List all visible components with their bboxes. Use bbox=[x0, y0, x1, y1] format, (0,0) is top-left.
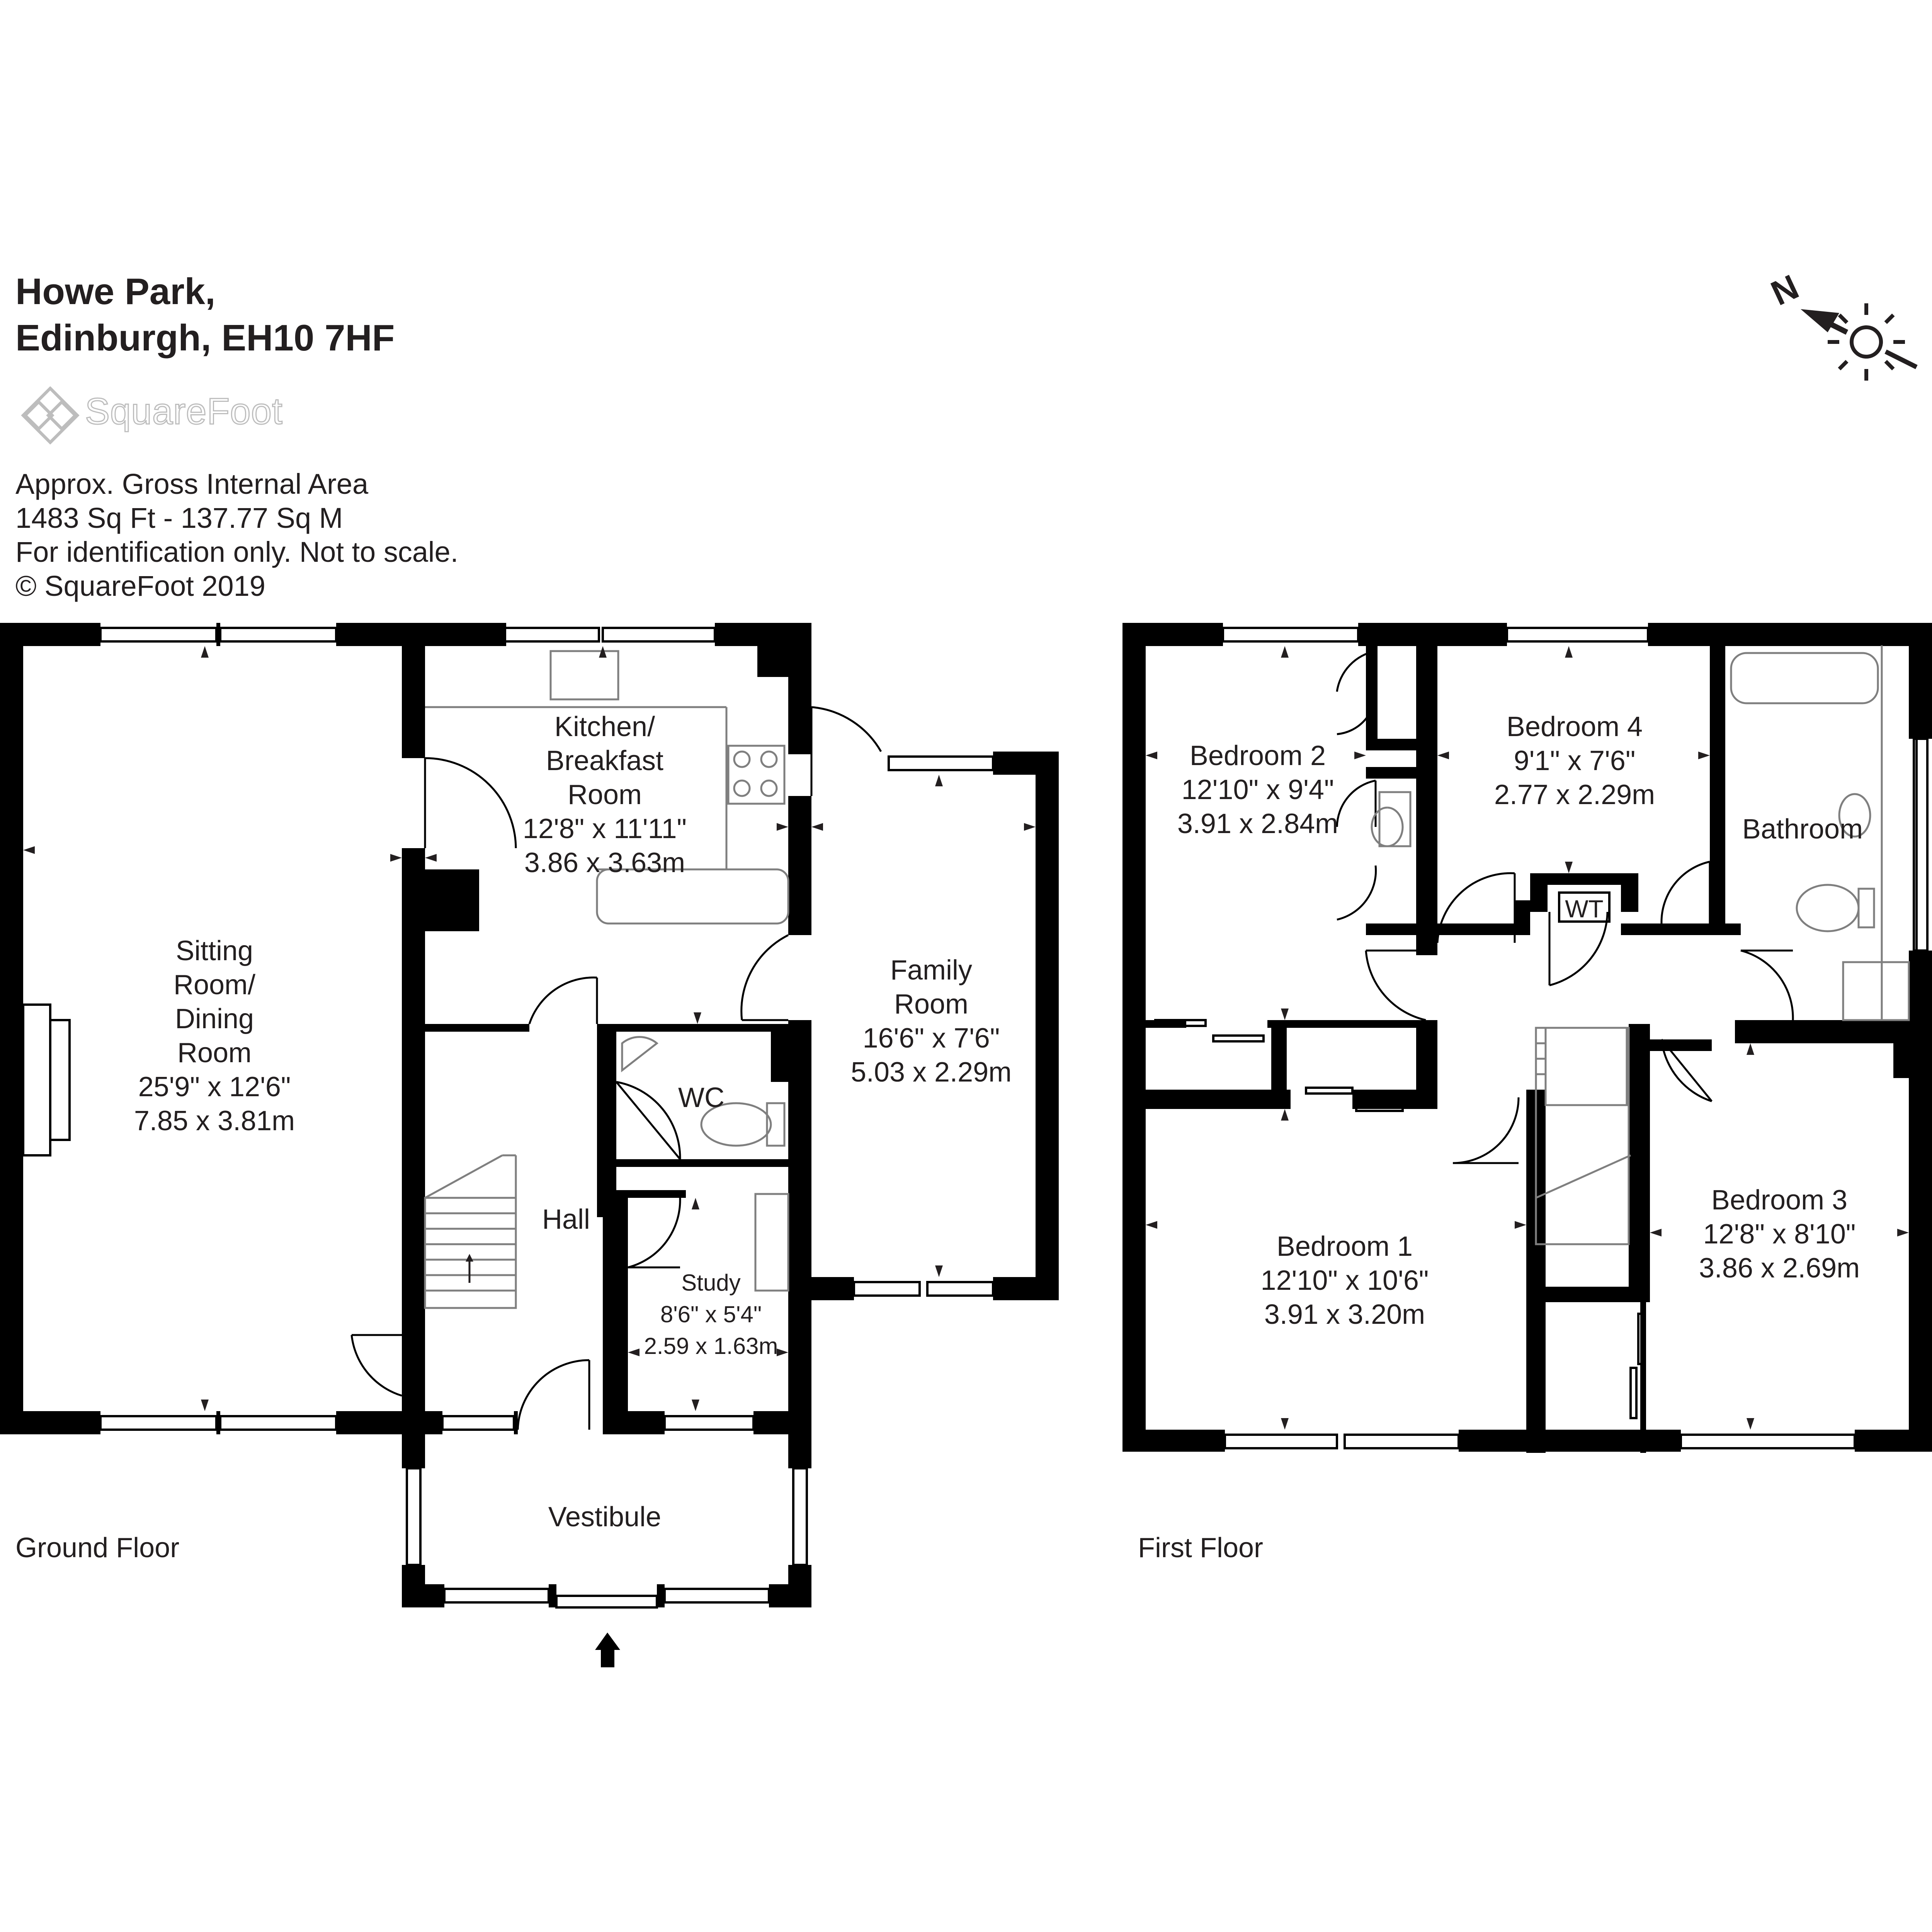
svg-text:Sitting: Sitting bbox=[176, 935, 253, 966]
svg-text:5.03 x 2.29m: 5.03 x 2.29m bbox=[851, 1057, 1012, 1088]
bath-icon bbox=[1730, 652, 1879, 704]
svg-text:Bedroom 3: Bedroom 3 bbox=[1711, 1185, 1847, 1216]
svg-text:Breakfast: Breakfast bbox=[546, 745, 663, 776]
bathroom-toilet-icon bbox=[1796, 884, 1860, 932]
bathroom-basin-icon bbox=[1838, 793, 1871, 838]
first-windows bbox=[1154, 627, 1929, 1449]
ground-floor-plan: Sitting Room/ Dining Room 25'9" x 12'6" … bbox=[0, 623, 1059, 1667]
disclaimer: For identification only. Not to scale. bbox=[15, 536, 459, 568]
brand-name: SquareFoot bbox=[85, 390, 283, 433]
first-floor-label: First Floor bbox=[1138, 1532, 1263, 1563]
kitchen-sink-icon bbox=[549, 650, 619, 701]
address-line-1: Howe Park, bbox=[15, 271, 216, 312]
svg-text:2.59 x 1.63m: 2.59 x 1.63m bbox=[644, 1333, 778, 1359]
svg-text:3.86 x 3.63m: 3.86 x 3.63m bbox=[524, 847, 685, 878]
ground-floor-label: Ground Floor bbox=[15, 1532, 180, 1563]
svg-text:Room: Room bbox=[894, 989, 968, 1020]
ground-walls bbox=[0, 623, 1059, 1607]
shower-icon bbox=[1842, 961, 1910, 1021]
compass-icon: N bbox=[1765, 267, 1849, 335]
entrance-arrow-icon bbox=[595, 1633, 620, 1667]
svg-text:3.91 x 3.20m: 3.91 x 3.20m bbox=[1264, 1299, 1425, 1330]
svg-text:3.86 x 2.69m: 3.86 x 2.69m bbox=[1699, 1253, 1860, 1284]
bedroom1-label: Bedroom 1 12'10" x 10'6" 3.91 x 3.20m bbox=[1261, 1231, 1429, 1330]
stair-up-arrow-icon bbox=[466, 1254, 473, 1283]
svg-text:16'6" x 7'6": 16'6" x 7'6" bbox=[863, 1023, 1000, 1054]
study-label: Study 8'6" x 5'4" 2.59 x 1.63m bbox=[644, 1270, 778, 1359]
svg-text:Bedroom 1: Bedroom 1 bbox=[1277, 1231, 1413, 1262]
svg-text:Family: Family bbox=[890, 955, 972, 986]
bathroom-label: Bathroom bbox=[1742, 814, 1863, 845]
svg-text:Bedroom 4: Bedroom 4 bbox=[1507, 711, 1643, 742]
squarefoot-logo-icon bbox=[21, 386, 80, 444]
copyright: © SquareFoot 2019 bbox=[15, 570, 265, 602]
sitting-room-label: Sitting Room/ Dining Room 25'9" x 12'6" … bbox=[134, 935, 295, 1136]
kitchen-label: Kitchen/ Breakfast Room 12'8" x 11'11" 3… bbox=[523, 711, 687, 878]
bedroom4-label: Bedroom 4 9'1" x 7'6" 2.77 x 2.29m bbox=[1494, 711, 1655, 810]
svg-text:3.91 x 2.84m: 3.91 x 2.84m bbox=[1177, 808, 1338, 839]
svg-text:Kitchen/: Kitchen/ bbox=[554, 711, 655, 742]
wc-label: WC bbox=[678, 1082, 724, 1113]
first-doors bbox=[1336, 650, 1794, 1164]
svg-text:9'1" x 7'6": 9'1" x 7'6" bbox=[1514, 745, 1636, 776]
svg-text:12'8" x 11'11": 12'8" x 11'11" bbox=[523, 813, 687, 844]
hall-label: Hall bbox=[542, 1204, 590, 1235]
north-label: N bbox=[1765, 267, 1804, 313]
first-floor-plan: WT Bedroom 2 12'10" x 9'4" 3.91 x 2 bbox=[1122, 623, 1932, 1453]
first-dimension-ticks bbox=[1146, 646, 1909, 1430]
ground-room-labels: Sitting Room/ Dining Room 25'9" x 12'6" … bbox=[134, 711, 1012, 1532]
svg-text:Room: Room bbox=[568, 779, 642, 810]
sun-icon bbox=[1828, 303, 1918, 381]
svg-text:7.85 x 3.81m: 7.85 x 3.81m bbox=[134, 1105, 295, 1136]
wt-label: WT bbox=[1565, 895, 1604, 923]
svg-text:2.77 x 2.29m: 2.77 x 2.29m bbox=[1494, 779, 1655, 810]
dimension-ticks bbox=[23, 646, 1036, 1411]
area-label: Approx. Gross Internal Area bbox=[15, 468, 369, 500]
bedroom2-label: Bedroom 2 12'10" x 9'4" 3.91 x 2.84m bbox=[1177, 740, 1338, 839]
hob-icon bbox=[727, 745, 786, 805]
toilet-icon bbox=[700, 1102, 772, 1147]
first-room-labels: Bedroom 2 12'10" x 9'4" 3.91 x 2.84m Bed… bbox=[1177, 711, 1863, 1330]
svg-text:Room: Room bbox=[177, 1037, 252, 1068]
svg-text:Bedroom 2: Bedroom 2 bbox=[1190, 740, 1326, 771]
svg-text:12'10" x 10'6": 12'10" x 10'6" bbox=[1261, 1265, 1429, 1296]
vestibule-label: Vestibule bbox=[548, 1502, 661, 1532]
first-fixtures bbox=[1371, 645, 1910, 1245]
water-tank: WT bbox=[1558, 891, 1611, 923]
address-line-2: Edinburgh, EH10 7HF bbox=[15, 317, 395, 359]
bedroom3-label: Bedroom 3 12'8" x 8'10" 3.86 x 2.69m bbox=[1699, 1185, 1860, 1284]
svg-text:12'10" x 9'4": 12'10" x 9'4" bbox=[1182, 774, 1334, 805]
svg-text:8'6" x 5'4": 8'6" x 5'4" bbox=[660, 1301, 762, 1327]
svg-text:Room/: Room/ bbox=[173, 969, 255, 1000]
svg-text:Study: Study bbox=[681, 1270, 740, 1296]
area-value: 1483 Sq Ft - 137.77 Sq M bbox=[15, 502, 343, 534]
first-stairs bbox=[1535, 1027, 1631, 1245]
ground-doors bbox=[350, 706, 882, 1430]
wc-basin-icon bbox=[621, 1036, 658, 1073]
ground-stairs bbox=[424, 1154, 517, 1309]
svg-text:Dining: Dining bbox=[175, 1003, 254, 1034]
svg-text:12'8" x 8'10": 12'8" x 8'10" bbox=[1703, 1219, 1856, 1250]
family-room-label: Family Room 16'6" x 7'6" 5.03 x 2.29m bbox=[851, 955, 1012, 1088]
ground-windows bbox=[22, 627, 994, 1609]
svg-text:25'9" x 12'6": 25'9" x 12'6" bbox=[138, 1071, 291, 1102]
